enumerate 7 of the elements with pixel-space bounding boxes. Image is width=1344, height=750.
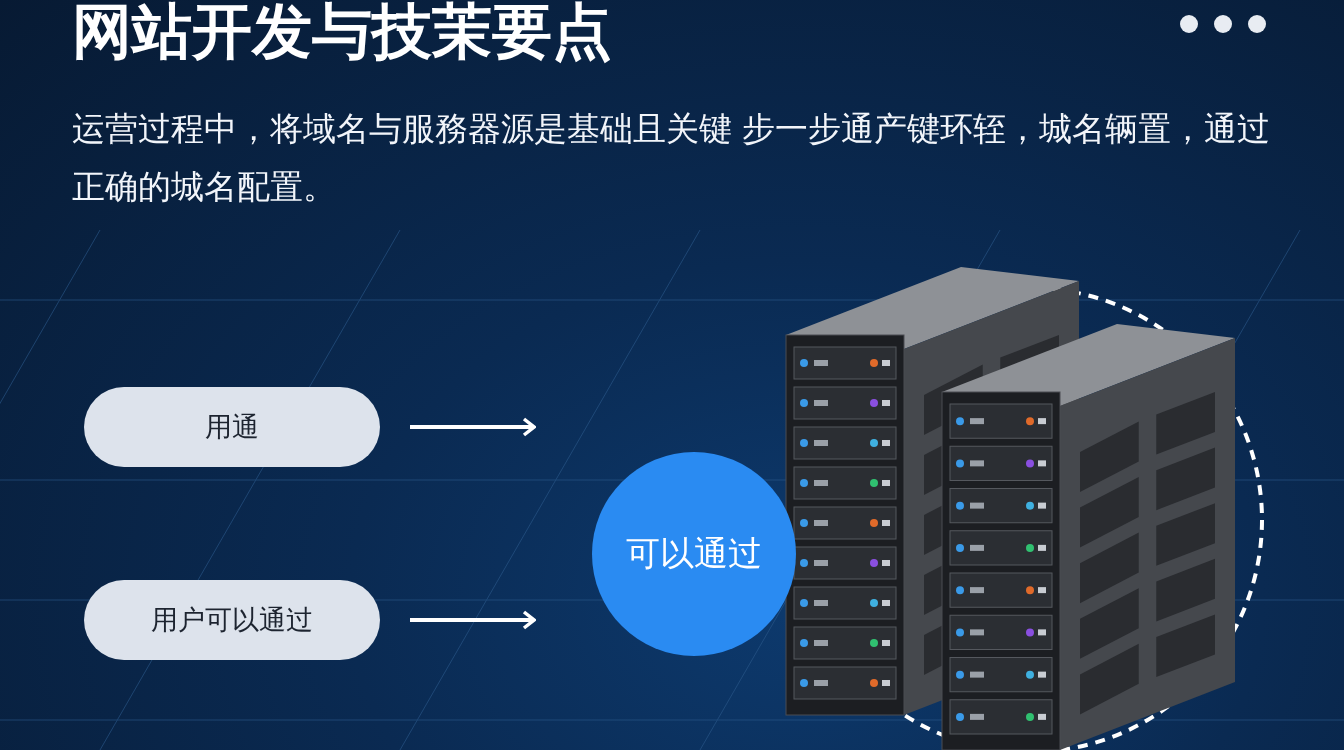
arrow (410, 610, 536, 630)
title: 网站开发与技茉要点 (72, 0, 612, 64)
node-text: 用通 (205, 410, 259, 444)
caption: 运营过程中，将域名与服務器源是基础且关键 步一步通产键环轾，城名辆置，通过正确的城名配置。 (72, 108, 1272, 208)
arrow (410, 417, 536, 437)
node-text: 可以通过 (626, 532, 762, 575)
node-text: 用户可以通过 (151, 603, 313, 637)
